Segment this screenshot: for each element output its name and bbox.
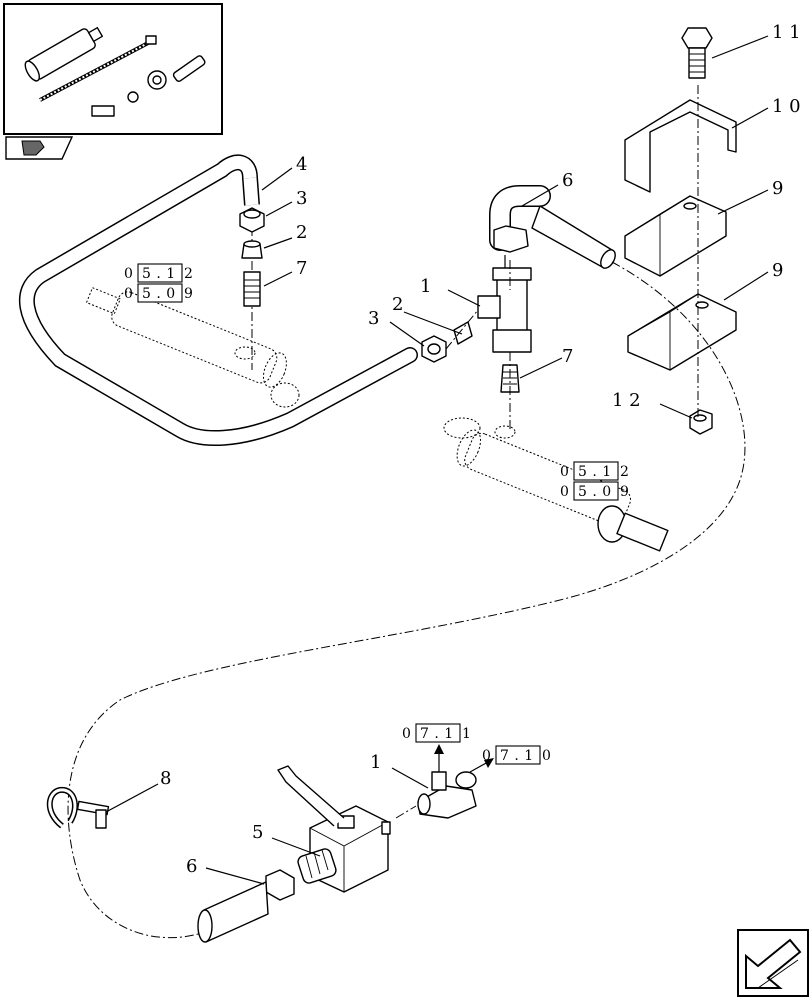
reference-lower: 0 7 . 1 1 0 7 . 1 0: [402, 723, 551, 765]
callout-5: 5: [252, 822, 263, 843]
reference-lead: 0: [560, 484, 569, 500]
callout-6: 6: [186, 856, 197, 877]
callout-10: 1 0: [772, 96, 801, 117]
reference-lead: 0: [482, 748, 491, 764]
clamp-half-upper: [624, 195, 727, 277]
reference-box-text: 5 . 1: [142, 266, 176, 282]
bolt: [681, 27, 713, 79]
callout-7: 7: [562, 346, 573, 367]
hydraulic-hose-loop: [19, 154, 418, 446]
callout-9: 9: [772, 178, 783, 199]
elbow-hose-fitting: [489, 185, 616, 269]
reference-lead: 0: [402, 726, 411, 742]
ball-valve: [277, 765, 391, 893]
callout-1: 1: [370, 752, 381, 773]
callout-3: 3: [296, 188, 307, 209]
reference-box-text: 5 . 1: [578, 464, 612, 480]
fitting-chain-middle: [421, 309, 520, 430]
hydraulic-cylinder-right: [443, 417, 669, 552]
callout-8: 8: [160, 768, 171, 789]
leader-lines: [105, 35, 769, 885]
reference-tail: 9: [184, 286, 193, 302]
tee-fitting-lower: [395, 744, 494, 819]
callout-1: 1: [420, 276, 431, 297]
callout-9: 9: [772, 260, 783, 281]
callout-2: 2: [392, 294, 403, 315]
fitting-stack-left: [239, 207, 265, 370]
callout-11: 1 1: [772, 22, 801, 43]
reference-tail: 2: [620, 464, 629, 480]
callout-4: 4: [296, 154, 307, 175]
reference-tail: 9: [620, 484, 629, 500]
next-page-arrow-icon[interactable]: [737, 929, 809, 997]
clamp-cover: [624, 99, 737, 193]
cable-tie: [46, 786, 110, 829]
reference-tail: 2: [184, 266, 193, 282]
reference-tail: 1: [462, 726, 471, 742]
callout-6: 6: [562, 170, 573, 191]
hose-routing-line: [67, 261, 746, 939]
tee-fitting-upper: [477, 255, 532, 353]
section-flag-icon: [5, 136, 74, 160]
reference-lead: 0: [124, 286, 133, 302]
callout-12: 1 2: [612, 390, 641, 411]
reference-right: 0 5 . 1 2 0 5 . 0 9: [560, 461, 629, 501]
nut: [689, 409, 713, 435]
hydraulic-cylinder-left: [85, 287, 300, 408]
kit-thumbnail-icon: [3, 3, 223, 135]
reference-tail: 0: [542, 748, 551, 764]
callout-7: 7: [296, 258, 307, 279]
callout-2: 2: [296, 222, 307, 243]
hose-end-assembly: [197, 848, 337, 943]
callout-3: 3: [368, 308, 379, 329]
reference-box-text: 7 . 1: [420, 726, 454, 742]
reference-box-text: 7 . 1: [500, 748, 534, 764]
reference-box-text: 5 . 0: [578, 484, 612, 500]
reference-box-text: 5 . 0: [142, 286, 176, 302]
clamp-half-lower: [627, 293, 737, 371]
reference-lead: 0: [124, 266, 133, 282]
reference-lead: 0: [560, 464, 569, 480]
reference-left: 0 5 . 1 2 0 5 . 0 9: [124, 263, 193, 303]
